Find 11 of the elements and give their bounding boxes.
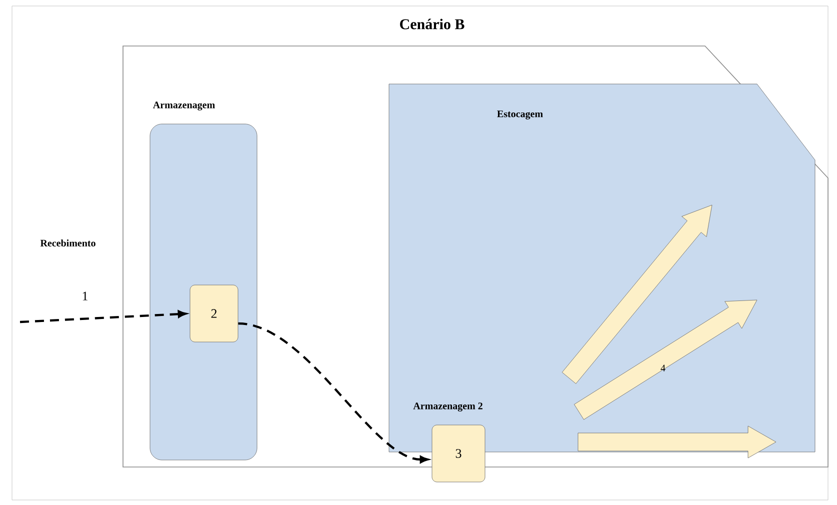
step-box: 3: [432, 424, 486, 482]
heading: Armazenagem: [153, 102, 215, 110]
label: Recebimento: [40, 239, 96, 246]
arrow: [20, 310, 186, 324]
edge-label: 1: [82, 292, 88, 300]
label: 4: [660, 364, 666, 372]
label: Armazenagem 2: [413, 402, 482, 412]
step-box: 2: [190, 284, 238, 342]
arrow: [238, 322, 428, 464]
heading: Estocagem: [497, 110, 543, 120]
title: Cenário B: [400, 18, 464, 30]
